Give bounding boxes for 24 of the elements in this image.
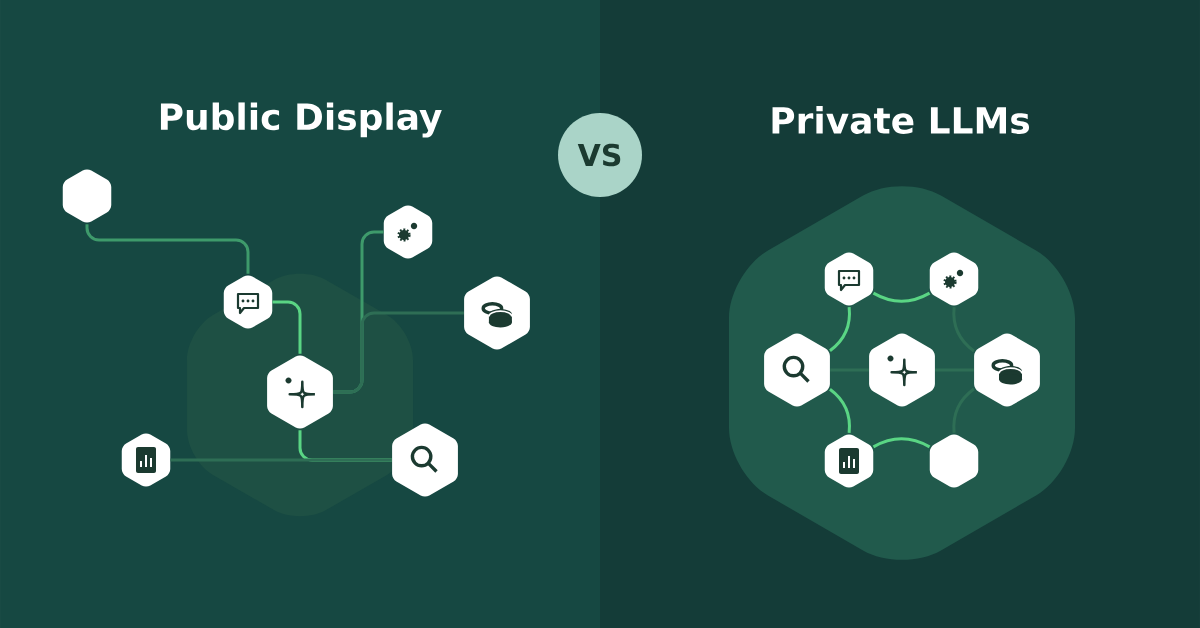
hexagon-node: [62, 169, 112, 223]
heading: Public Display: [160, 102, 442, 138]
hexagon-node: [929, 252, 979, 306]
connector-line: [952, 387, 975, 433]
connector-line: [170, 458, 392, 462]
connector-line: [872, 291, 931, 303]
hexagon-node: [392, 423, 458, 497]
connector-line: [272, 300, 302, 354]
hexagon-node: [869, 333, 935, 407]
connector-line: [333, 311, 464, 394]
connector-line: [829, 307, 851, 352]
hexagon-node: [267, 355, 333, 429]
connector-line: [829, 388, 851, 433]
connector-line: [952, 307, 975, 353]
hexagon-node: [383, 205, 433, 259]
heading: Private LLMs: [772, 106, 1030, 134]
hexagon-node: [824, 252, 874, 306]
hexagon-node: [974, 333, 1040, 407]
vs-badge: VS: [558, 113, 642, 197]
hexagon-node: [929, 434, 979, 488]
hexagon-node: [764, 333, 830, 407]
hexagon-node: [223, 275, 273, 329]
connector-line: [872, 437, 931, 449]
hexagon-node: [464, 276, 530, 350]
